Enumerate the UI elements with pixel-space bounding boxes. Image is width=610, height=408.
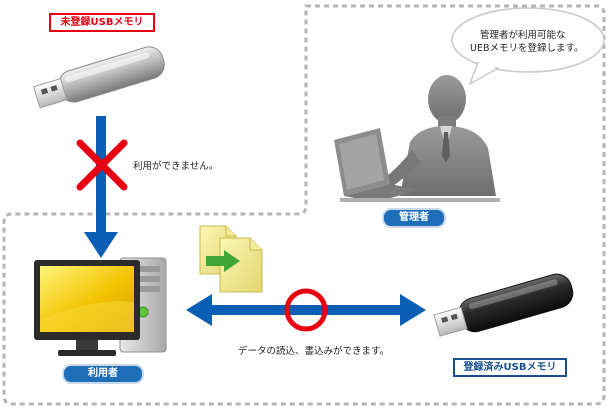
bidirectional-arrow [186,294,426,326]
usb-drive-icon [32,43,168,112]
unregistered-usb-label: 未登録USBメモリ [49,13,155,32]
admin-bubble-line2: UEBメモリを登録します。 [470,40,584,54]
cannot-use-text: 利用ができません。 [133,158,218,172]
admin-laptop-icon [334,75,500,202]
registered-usb-label: 登録済みUSBメモリ [453,358,567,377]
registered-usb-drive-icon [432,271,576,342]
user-label: 利用者 [62,364,144,384]
blocked-arrow [84,116,118,258]
admin-label: 管理者 [382,208,446,228]
admin-bubble-line1: 管理者が利用可能な [480,27,566,41]
read-write-text: データの読込、書込みができます。 [238,343,389,357]
file-transfer-icon [200,226,262,292]
desktop-pc-icon [34,258,166,356]
